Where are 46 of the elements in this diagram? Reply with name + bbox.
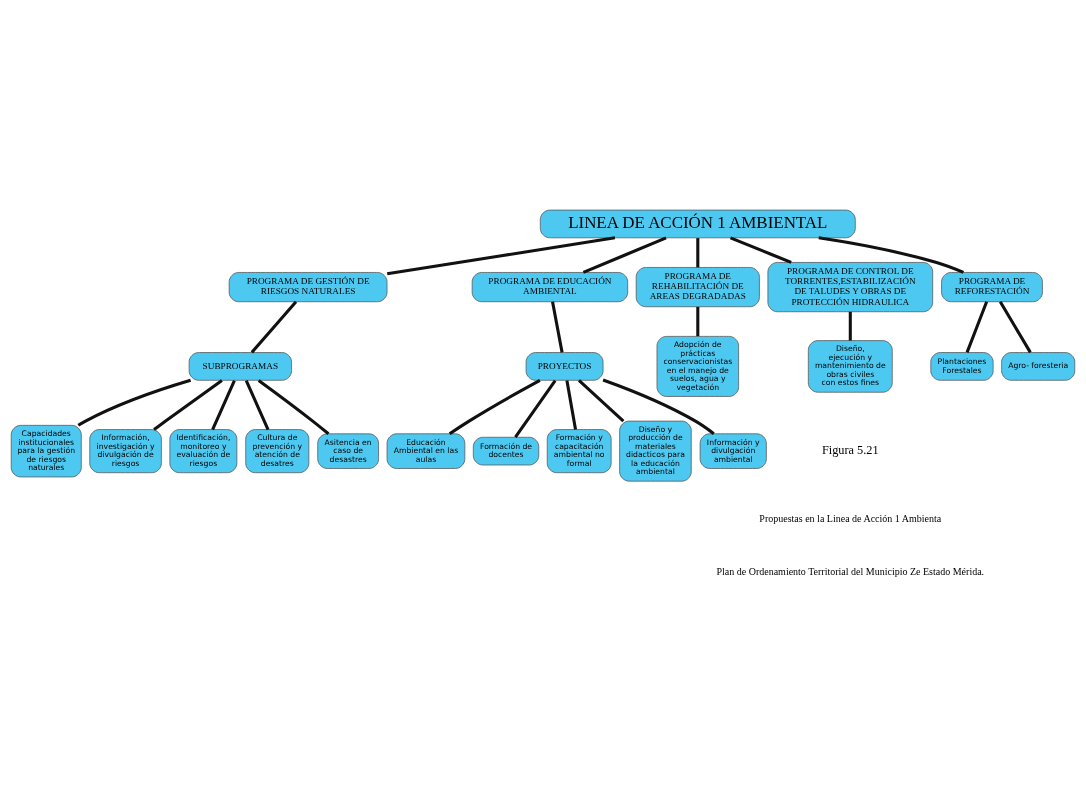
connector	[965, 301, 989, 353]
connector	[565, 380, 578, 430]
node-box: Información y divulgación ambiental	[699, 433, 767, 469]
node-box: Asitencia en caso de desastres	[317, 433, 379, 469]
node-box: PROGRAMA DE REFORESTACIÓN	[941, 272, 1043, 303]
label: Propuestas en la Linea de Acción 1 Ambienta	[759, 513, 942, 525]
node-box: PROGRAMA DE EDUCACIÓN AMBIENTAL	[471, 272, 629, 303]
connector	[250, 300, 298, 354]
connector	[448, 379, 541, 436]
node-box: Formación de docentes	[472, 436, 540, 466]
node-box: Identificación, monitoreo y evaluación de riesgos	[169, 429, 238, 474]
node-box: Formación y capacitación ambiental no formal	[546, 429, 612, 474]
connector	[818, 236, 965, 274]
node-box: Agro- foresteria	[1001, 352, 1076, 381]
connector	[551, 301, 564, 353]
node-box: Adopción de prácticas conservacionistas en el manejo de suelos, agua y vegetación	[656, 336, 739, 397]
node-box: PROGRAMA DE CONTROL DE TORRENTES,ESTABILIZACIÓN DE TALUDES Y OBRAS DE PROTECCIÓN HIDRAULICA	[767, 262, 934, 313]
connector	[848, 311, 852, 341]
node-box: Diseño y producción de materiales didacticos para la educación ambiental	[619, 420, 692, 482]
connector	[577, 379, 625, 423]
node-box: Capacidades institucionales para la gestión de riesgos naturales	[10, 424, 82, 478]
node-box: Diseño, ejecución y mantenimiento de obras civiles con estos fines	[807, 340, 893, 393]
connector	[696, 238, 700, 268]
label: Plan de Ordenamiento Territorial del Municipio Ze Estado Mérida.	[716, 565, 985, 577]
connector	[729, 236, 792, 264]
connector	[257, 379, 330, 435]
node-box: PROYECTOS	[525, 352, 604, 381]
node-box: Información, investigación y divulgación de riesgos	[89, 429, 162, 474]
connector	[696, 306, 700, 337]
connector	[211, 379, 236, 431]
connector	[153, 379, 223, 431]
connector	[998, 301, 1032, 354]
node-box: PROGRAMA DE REHABILITACIÓN DE AREAS DEGRADADAS	[635, 267, 760, 308]
node-box: Cultura de prevención y atención de desatres	[245, 429, 310, 474]
connector	[514, 379, 557, 438]
node-box: LINEA DE ACCIÓN 1 AMBIENTAL	[539, 209, 856, 239]
connector	[602, 378, 715, 435]
node-box: Plantaciones Forestales	[930, 352, 994, 381]
label: Figura 5.21	[821, 443, 879, 458]
node-box: PROGRAMA DE GESTIÓN DE RIESGOS NATURALES	[228, 272, 388, 303]
node-box: Educación Ambiental en las aulas	[386, 433, 466, 469]
connector	[77, 378, 192, 427]
connector	[582, 236, 667, 274]
node-box: SUBPROGRAMAS	[188, 352, 292, 381]
connector	[386, 236, 616, 276]
connector	[244, 379, 270, 431]
